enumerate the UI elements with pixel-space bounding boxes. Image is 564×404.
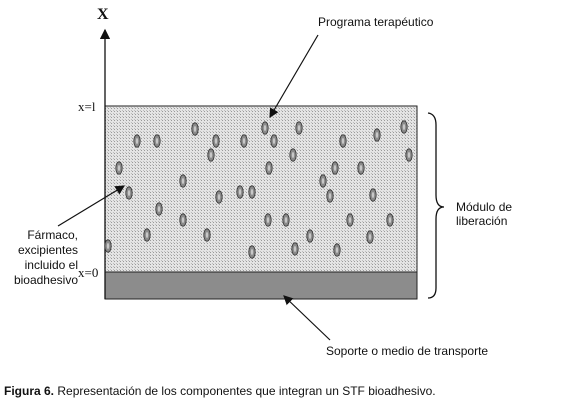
farmaco-arrow [57, 185, 126, 227]
drug-particle-core [335, 247, 339, 253]
drug-particle-core [402, 124, 406, 130]
drug-particle-core [145, 232, 149, 238]
drug-particle-core [155, 138, 159, 144]
drug-particle-core [297, 125, 301, 131]
drug-particle-core [291, 152, 295, 158]
drug-particle-core [181, 178, 185, 184]
drug-particle-core [217, 194, 221, 200]
support-layer [104, 271, 418, 300]
farmaco-label: Fármaco, excipientes incluido el bioadhe… [13, 228, 78, 287]
module-brace [427, 112, 445, 299]
drug-particle-core [157, 206, 161, 212]
programa-arrow [269, 34, 319, 119]
drug-particle-core [368, 234, 372, 240]
modulo-label: Módulo de liberación [456, 200, 513, 228]
drug-particle-core [375, 132, 379, 138]
soporte-label: Soporte o medio de transporte [326, 344, 489, 358]
drug-particles [104, 120, 413, 259]
figure-caption: Figura 6. Representación de los componen… [4, 384, 436, 398]
drug-particle-core [348, 217, 352, 223]
drug-particle-core [250, 249, 254, 255]
drug-particle-core [106, 243, 110, 249]
drug-particle-core [407, 152, 411, 158]
release-module [104, 105, 418, 273]
drug-particle-core [193, 126, 197, 132]
drug-particle-core [250, 189, 254, 195]
drug-particle-core [238, 189, 242, 195]
drug-particle-core [388, 217, 392, 223]
drug-particle-core [214, 138, 218, 144]
drug-particle-core [135, 138, 139, 144]
drug-particle-core [267, 165, 271, 171]
drug-particle-core [272, 138, 276, 144]
drug-particle-core [117, 165, 121, 171]
drug-particle-core [341, 138, 345, 144]
drug-particle-core [127, 190, 131, 196]
drug-particle-core [328, 193, 332, 199]
drug-particle-core [293, 246, 297, 252]
drug-particle-core [359, 165, 363, 171]
drug-particle-core [284, 217, 288, 223]
figure-number: Figura 6. [4, 384, 55, 398]
programa-label: Programa terapéutico [318, 15, 434, 29]
drug-particle-core [333, 165, 337, 171]
drug-particle-core [181, 217, 185, 223]
drug-particle-core [308, 233, 312, 239]
drug-particle-core [263, 125, 267, 131]
caption-text: Representación de los componentes que in… [57, 384, 436, 398]
drug-particle-core [209, 152, 213, 158]
axis-bottom-mark: x=0 [78, 265, 99, 280]
drug-particle-core [371, 192, 375, 198]
drug-particle-core [266, 217, 270, 223]
drug-particle-core [205, 232, 209, 238]
drug-particle-core [242, 138, 246, 144]
axis-top-mark: x=l [78, 99, 96, 114]
soporte-arrow [283, 295, 331, 341]
drug-particle-core [321, 178, 325, 184]
axis-variable-label: X [97, 6, 109, 23]
